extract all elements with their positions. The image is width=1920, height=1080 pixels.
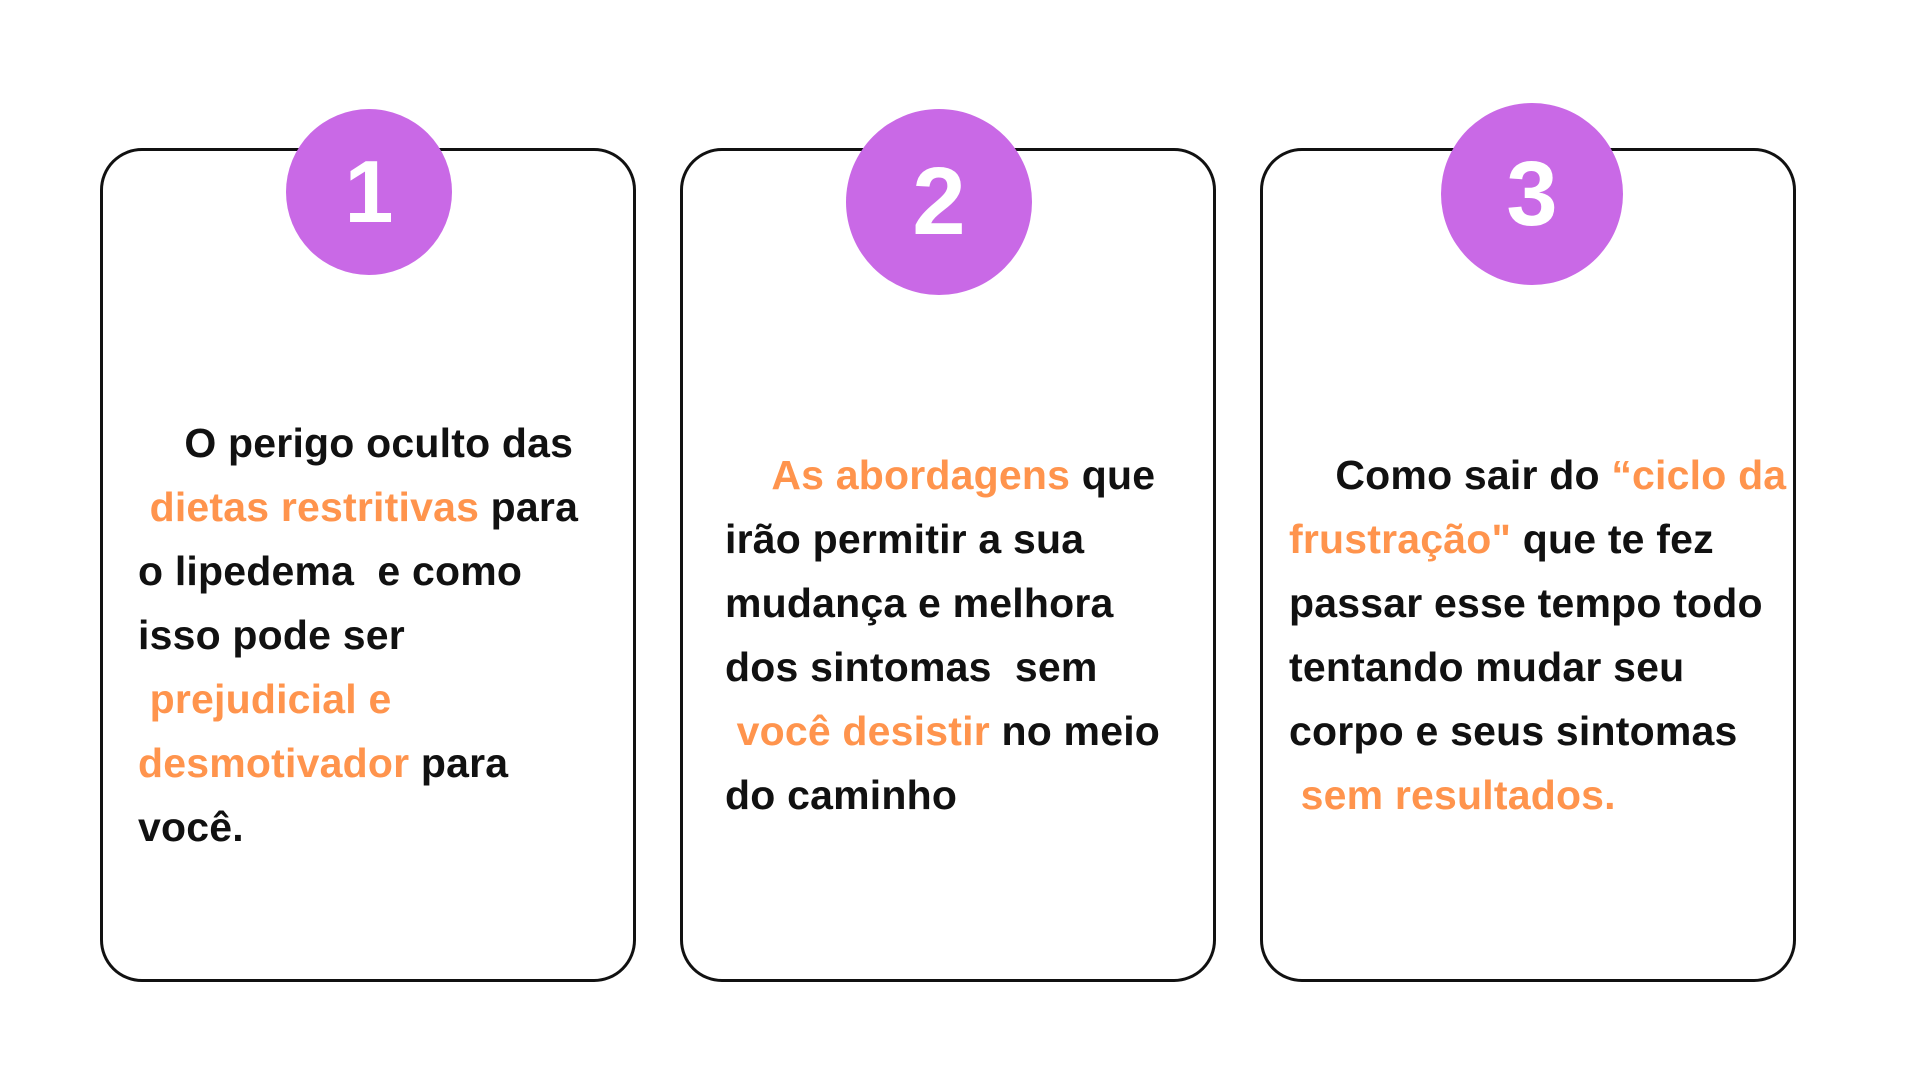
text-segment: para você. [138, 740, 509, 850]
card-2: 2 As abordagens que irão permitir a sua … [680, 109, 1216, 982]
text-segment: que irão permitir a sua mudança e melhor… [725, 452, 1156, 690]
number-label: 2 [912, 148, 966, 255]
highlight-segment: dietas restritivas [149, 484, 480, 530]
number-badge-1: 1 [286, 109, 452, 275]
number-badge-2: 2 [846, 109, 1032, 295]
card-text: As abordagens que irão permitir a sua mu… [725, 379, 1160, 891]
highlight-segment: As abordagens [771, 452, 1071, 498]
number-label: 1 [344, 142, 394, 241]
highlight-segment: sem resultados. [1300, 772, 1616, 818]
card-text: O perigo oculto das dietas restritivas p… [138, 347, 578, 923]
number-badge-3: 3 [1441, 103, 1623, 285]
number-label: 3 [1506, 142, 1558, 245]
text-segment: para o lipedema e como isso pode ser [138, 484, 579, 658]
highlight-segment: “ciclo da frustração" [1289, 452, 1787, 562]
card-text: Como sair do “ciclo da frustração" que t… [1289, 379, 1786, 891]
text-segment: O perigo oculto das [184, 420, 574, 466]
text-segment: Como sair do [1335, 452, 1612, 498]
card-1: 1 O perigo oculto das dietas restritivas… [100, 109, 636, 982]
text-segment: que te fez passar esse tempo todo tentan… [1289, 516, 1763, 754]
text-segment: no meio do caminho [725, 708, 1161, 818]
highlight-segment: prejudicial e desmotivador [138, 676, 410, 786]
highlight-segment: você desistir [736, 708, 990, 754]
card-3: 3 Como sair do “ciclo da frustração" que… [1260, 103, 1796, 982]
